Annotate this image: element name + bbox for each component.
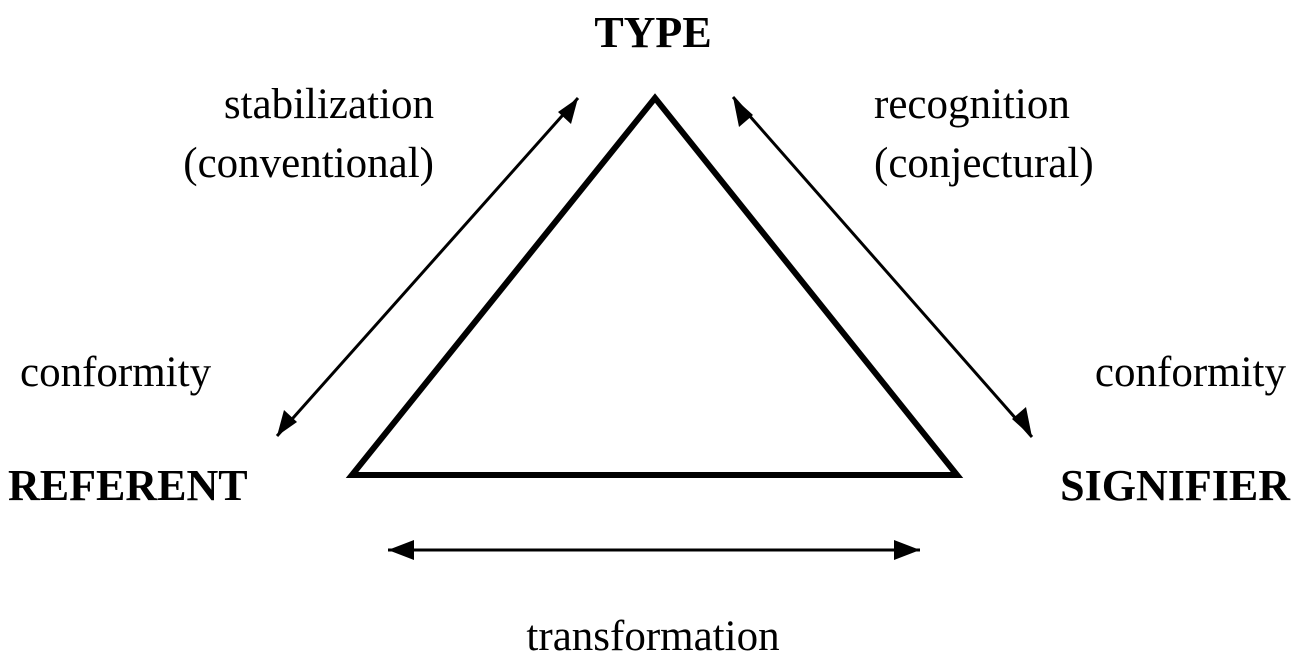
arrow-referent-type (275, 97, 580, 437)
edge-label-conjectural: (conjectural) (874, 140, 1094, 187)
arrowhead-bottom-right-end (894, 540, 920, 560)
central-triangle (345, 93, 964, 478)
edge-label-conventional: (conventional) (183, 140, 434, 187)
arrowhead-type-right-end (733, 97, 753, 127)
node-type-label: TYPE (594, 8, 711, 57)
edge-label-transformation: transformation (526, 613, 779, 660)
arrowhead-type-left-end (558, 98, 578, 124)
node-referent-label: REFERENT (8, 461, 248, 510)
node-signifier-label: SIGNIFIER (1060, 461, 1291, 510)
edge-label-stabilization: stabilization (224, 81, 434, 128)
arrowhead-signifier-end (1012, 407, 1032, 437)
edge-label-recognition: recognition (874, 81, 1070, 128)
edge-label-conformity-right: conformity (1095, 349, 1287, 396)
arrowhead-bottom-left-end (388, 540, 414, 560)
arrow-type-signifier (731, 96, 1034, 438)
edge-label-conformity-left: conformity (20, 349, 212, 396)
arrowhead-referent-end (277, 410, 297, 436)
